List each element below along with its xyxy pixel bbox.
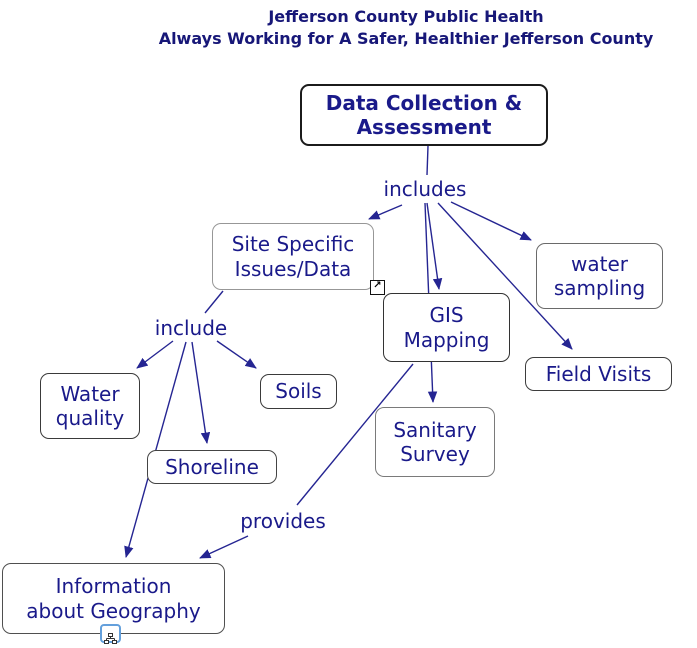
- node-label-line: Assessment: [356, 115, 492, 139]
- edge-gismapping-provides: [296, 363, 414, 506]
- linking-phrase-include[interactable]: include: [154, 316, 228, 340]
- page-header: Jefferson County Public Health Always Wo…: [60, 6, 697, 51]
- edge-include-information: [124, 341, 187, 558]
- node-soils[interactable]: Soils: [260, 374, 337, 409]
- node-label-line: Issues/Data: [234, 256, 352, 281]
- node-information-about-geography[interactable]: Information about Geography: [2, 563, 225, 644]
- node-label-line: Mapping: [403, 327, 490, 352]
- node-label-line: Data Collection &: [325, 90, 523, 115]
- edge-datacollection-includes: [426, 145, 429, 176]
- edge-sitespecific-include: [204, 290, 224, 314]
- node-gis-mapping[interactable]: GIS Mapping: [383, 293, 510, 362]
- resource-link-arrow-glyph: ↗: [373, 280, 382, 291]
- linking-phrase-provides[interactable]: provides: [240, 509, 326, 533]
- node-label-line: water: [571, 251, 628, 276]
- node-water-sampling[interactable]: water sampling: [536, 243, 663, 309]
- node-label-line: about Geography: [26, 598, 201, 623]
- node-label-line: Field Visits: [545, 361, 652, 386]
- header-title-line1: Jefferson County Public Health: [268, 7, 544, 26]
- node-label-line: sampling: [553, 276, 646, 300]
- child-map-tree-glyph: [104, 633, 117, 644]
- node-field-visits[interactable]: Field Visits: [525, 357, 672, 391]
- edge-includes-gismapping: [426, 202, 443, 290]
- edge-include-soils: [216, 340, 257, 369]
- node-data-collection-assessment[interactable]: Data Collection & Assessment: [300, 84, 548, 146]
- linking-phrase-includes[interactable]: includes: [383, 177, 467, 201]
- node-label-line: Information: [55, 574, 172, 599]
- node-label-line: Site Specific: [231, 232, 355, 257]
- node-site-specific-issues-data[interactable]: Site Specific Issues/Data ↗: [212, 223, 385, 295]
- node-label-line: GIS: [429, 303, 464, 328]
- node-label-line: Sanitary: [393, 417, 477, 442]
- header-title-line2: Always Working for A Safer, Healthier Je…: [158, 29, 654, 49]
- edge-includes-fieldvisits: [437, 202, 573, 350]
- node-label-line: quality: [55, 406, 125, 430]
- edge-include-shoreline: [191, 341, 211, 444]
- node-shoreline[interactable]: Shoreline: [147, 450, 277, 484]
- node-water-quality[interactable]: Water quality: [40, 373, 140, 439]
- node-sanitary-survey[interactable]: Sanitary Survey: [375, 407, 495, 477]
- edge-includes-sitespecific: [368, 204, 403, 220]
- edge-include-waterquality: [136, 340, 174, 369]
- node-label-line: Water: [60, 381, 120, 406]
- edge-includes-watersampling: [450, 201, 532, 241]
- resource-link-icon[interactable]: ↗: [370, 280, 385, 295]
- node-label-line: Soils: [275, 379, 322, 404]
- node-label-line: Survey: [400, 442, 470, 466]
- child-map-icon[interactable]: [100, 624, 121, 644]
- edge-provides-information: [199, 535, 249, 559]
- node-label-line: Shoreline: [165, 454, 259, 479]
